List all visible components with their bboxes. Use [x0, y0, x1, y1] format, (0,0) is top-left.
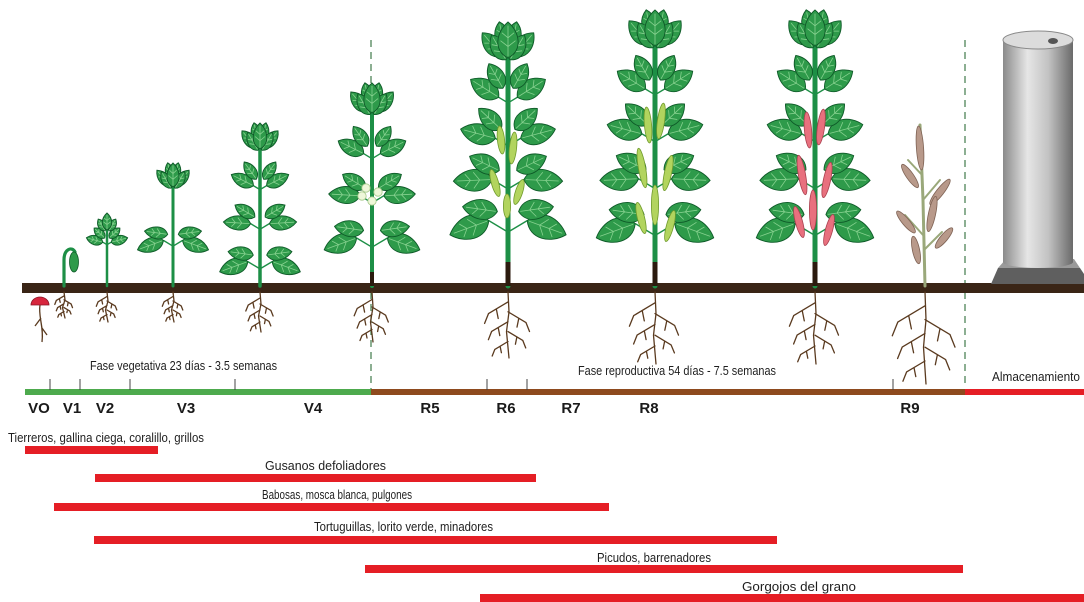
flower — [368, 197, 376, 205]
bean-pod — [503, 194, 510, 218]
pest-bar — [95, 474, 536, 482]
silo-base-front — [991, 268, 1084, 284]
phase-reproductive-label: Fase reproductiva 54 días - 7.5 semanas — [578, 363, 776, 378]
root — [485, 292, 530, 358]
storage-silo — [991, 31, 1084, 284]
timeline-ticks — [50, 379, 893, 390]
root — [629, 292, 678, 364]
pest-label: Gusanos defoliadores — [265, 458, 386, 473]
bean-pod — [496, 126, 506, 155]
stem-base — [813, 262, 818, 286]
stem-base — [370, 272, 374, 286]
timeline-storage — [965, 389, 1084, 395]
pest-label: Gorgojos del grano — [742, 579, 856, 594]
stem-base — [506, 262, 511, 286]
bean-pod — [894, 209, 918, 235]
seed — [31, 297, 49, 305]
roots-bean-plant-9 — [789, 292, 838, 364]
bean-plant-8 — [596, 10, 713, 286]
bean-pod — [910, 236, 923, 265]
stage-label: VO — [28, 400, 50, 417]
flower — [358, 192, 366, 200]
silo-top — [1003, 31, 1073, 49]
bean-pod — [795, 155, 809, 196]
root — [246, 292, 273, 332]
pest-periods: Tierreros, gallina ciega, coralillo, gri… — [8, 430, 1084, 602]
bean-plant-3 — [86, 213, 127, 286]
pest-bar — [25, 446, 158, 454]
bean-pod — [915, 126, 925, 170]
pest-label: Tortuguillas, lorito verde, minadores — [314, 519, 493, 534]
stage-label: R5 — [420, 400, 439, 417]
timeline-vegetative — [25, 389, 371, 395]
stage-label: V1 — [63, 400, 81, 417]
stage-label: R8 — [639, 400, 658, 417]
pest-label: Babosas, mosca blanca, pulgones — [262, 487, 412, 502]
bean-plant-1 — [31, 297, 49, 342]
phase-storage-label: Almacenamiento — [992, 369, 1080, 384]
bean-pod — [651, 185, 658, 225]
roots-bean-plant-4 — [162, 292, 183, 322]
bean-plant-9 — [756, 10, 873, 286]
bean-pod — [512, 179, 527, 206]
flower — [362, 184, 370, 192]
silo-vent — [1048, 38, 1058, 44]
roots-bean-plant-3 — [96, 292, 117, 322]
stage-label: V3 — [177, 400, 195, 417]
pest-bar — [480, 594, 1084, 602]
pest-label: Picudos, barrenadores — [597, 550, 711, 565]
roots-bean-plant-8 — [629, 292, 678, 364]
root — [892, 292, 955, 384]
stage-label: R9 — [900, 400, 919, 417]
flower — [374, 188, 382, 196]
root — [789, 292, 838, 364]
root — [162, 292, 183, 322]
bean-pod — [925, 196, 940, 233]
pest-bar — [365, 565, 963, 573]
bean-plant-10 — [894, 125, 955, 286]
bean-plant-5 — [220, 123, 301, 286]
stem-base — [653, 262, 658, 286]
root — [55, 292, 73, 318]
bean-plant-7 — [450, 22, 566, 286]
bean-pod — [643, 107, 653, 143]
roots-bean-plant-10 — [892, 292, 955, 384]
bean-plant-2 — [64, 249, 79, 286]
bean-plant-4 — [138, 163, 209, 286]
stage-label: V4 — [304, 400, 323, 417]
bean-pod — [803, 112, 813, 148]
bean-plant-6 — [324, 83, 420, 286]
stage-label: R7 — [561, 400, 580, 417]
stage-label: R6 — [496, 400, 515, 417]
bean-pod — [899, 162, 921, 189]
root — [35, 305, 47, 342]
root — [96, 292, 117, 322]
pest-bar — [54, 503, 609, 511]
cotyledon — [70, 252, 79, 272]
silo-body — [1003, 40, 1073, 262]
stage-label: V2 — [96, 400, 114, 417]
phase-vegetative-label: Fase vegetativa 23 días - 3.5 semanas — [90, 358, 277, 373]
pest-bar — [94, 536, 777, 544]
roots-bean-plant-7 — [485, 292, 530, 358]
roots-plant-2 — [55, 292, 73, 318]
roots-bean-plant-5 — [246, 292, 273, 332]
pest-label: Tierreros, gallina ciega, coralillo, gri… — [8, 430, 204, 445]
timeline-reproductive — [371, 389, 965, 395]
bean-pod — [927, 177, 952, 207]
bean-pod — [809, 190, 816, 230]
